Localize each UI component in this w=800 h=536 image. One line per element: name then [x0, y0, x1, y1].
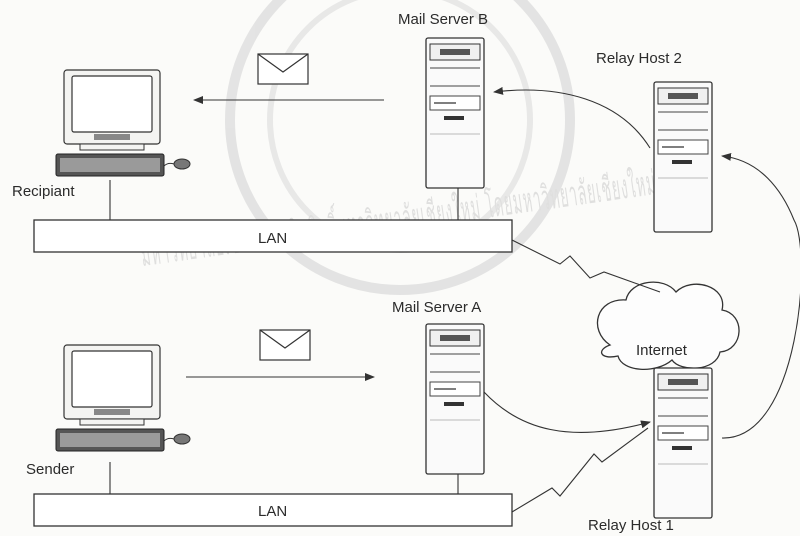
sender-label: Sender — [26, 461, 74, 478]
envelope-icon-top — [258, 54, 308, 84]
envelope-icon-bottom — [260, 330, 310, 360]
relay-host-1-icon — [654, 368, 712, 518]
recipient-computer-icon — [56, 70, 190, 176]
recipient-label: Recipiant — [12, 183, 75, 200]
arrow-relay1-to-relay2 — [722, 156, 800, 438]
mail-server-a-label: Mail Server A — [392, 299, 481, 316]
bottom-lan-internet-lightning-icon — [512, 428, 648, 512]
mail-server-b-icon — [426, 38, 484, 188]
relay-host-1-label: Relay Host 1 — [588, 517, 674, 534]
internet-label: Internet — [636, 342, 688, 359]
sender-computer-icon — [56, 345, 190, 451]
mail-server-b-label: Mail Server B — [398, 11, 488, 28]
lan-top-label: LAN — [258, 230, 287, 247]
lan-top: LAN — [34, 220, 512, 252]
mail-server-a-icon — [426, 324, 484, 474]
top-lan-internet-lightning-icon — [512, 240, 660, 292]
relay-host-2-label: Relay Host 2 — [596, 50, 682, 67]
lan-bottom-label: LAN — [258, 503, 287, 520]
arrow-server-a-to-relay1 — [484, 392, 650, 432]
lan-bottom: LAN — [34, 494, 512, 526]
watermark-text: มหาวิทยาลัยเชียงใหม่ ลิขสิทธิ์มหาวิทยาลั… — [137, 157, 658, 275]
relay-host-2-icon — [654, 82, 712, 232]
